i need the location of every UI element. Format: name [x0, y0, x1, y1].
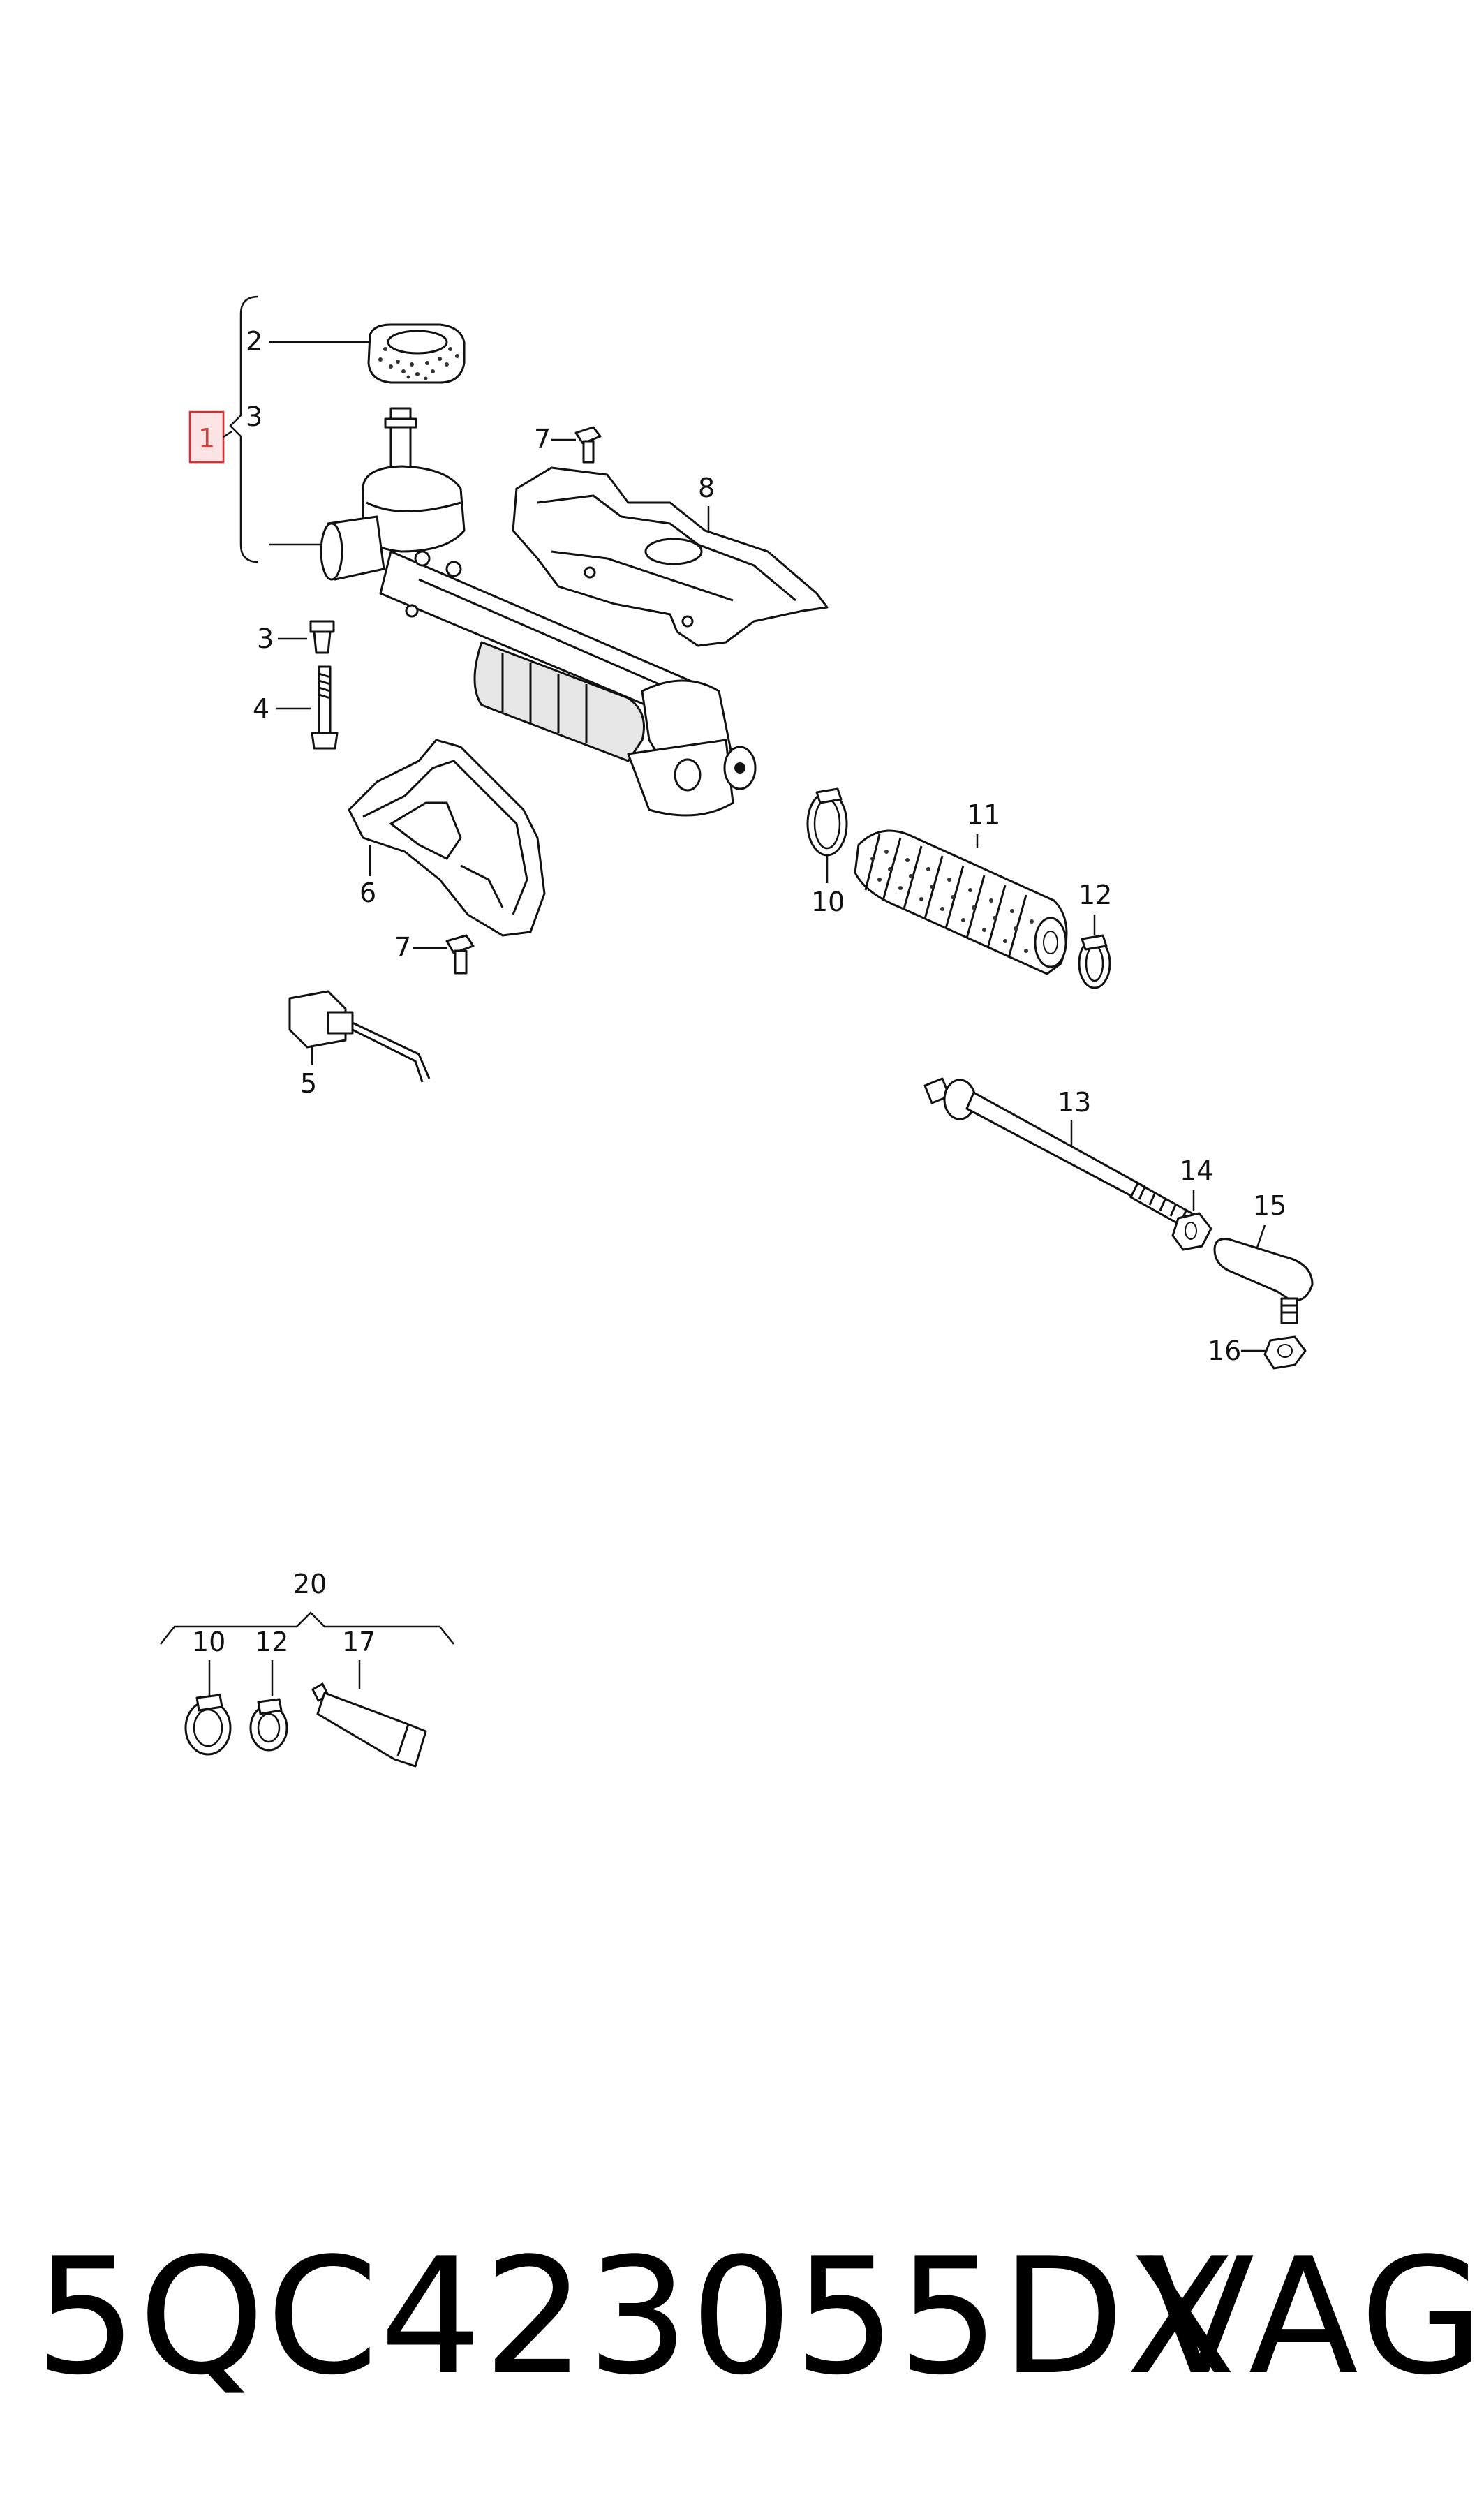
callout-16: 16 — [1208, 1335, 1241, 1366]
part-6-heat-shield-lower[interactable]: 6 — [348, 739, 546, 937]
part-number: 5QC423055DX — [35, 2224, 1238, 2411]
part-11-boot[interactable]: 11 — [854, 799, 1068, 975]
callout-2: 2 — [246, 326, 262, 357]
callout-20: 20 — [293, 1569, 327, 1599]
callout-3-bracket: 3 — [246, 401, 262, 432]
part-15-tie-rod-end[interactable]: 15 — [1213, 1190, 1314, 1324]
part-7-bolt-top[interactable]: 7 — [534, 424, 602, 464]
callout-14: 14 — [1180, 1155, 1213, 1186]
callout-5: 5 — [300, 1068, 317, 1099]
part-12-clamp[interactable]: 12 — [1078, 880, 1112, 989]
callout-4: 4 — [253, 693, 269, 724]
brand-name: VAG — [1145, 2224, 1484, 2411]
callout-6: 6 — [359, 878, 376, 908]
callout-1-label: 1 — [198, 423, 215, 454]
part-13-tie-rod[interactable]: 13 — [923, 1077, 1202, 1234]
callout-12: 12 — [1078, 880, 1112, 910]
callout-12-kit: 12 — [255, 1627, 288, 1657]
callout-11: 11 — [967, 799, 1000, 830]
part-3-bolt[interactable]: 3 — [257, 620, 335, 654]
kit-part-12-clamp[interactable]: 12 — [249, 1627, 288, 1752]
callout-13: 13 — [1058, 1087, 1091, 1118]
part-8-heat-shield[interactable]: 8 — [512, 466, 829, 647]
part-16-nut[interactable]: 16 — [1208, 1335, 1307, 1370]
part-2-bushing[interactable]: 2 — [246, 323, 466, 384]
callout-7-bottom: 7 — [394, 932, 411, 963]
group-bracket-1 — [229, 295, 259, 563]
part-7-bolt-bottom[interactable]: 7 — [394, 932, 475, 975]
part-14-nut[interactable]: 14 — [1171, 1155, 1213, 1251]
callout-15: 15 — [1253, 1190, 1286, 1221]
callout-8: 8 — [698, 473, 715, 503]
callout-3: 3 — [257, 623, 274, 654]
footer: 5QC423055DX VAG — [0, 2171, 1484, 2422]
kit-part-17-grease-tube[interactable]: 17 — [311, 1627, 427, 1768]
callout-10-kit: 10 — [192, 1627, 225, 1657]
part-5-sensor[interactable]: 5 — [288, 990, 431, 1099]
callout-7-top: 7 — [534, 424, 551, 454]
part-4-long-bolt[interactable]: 4 — [253, 665, 339, 750]
part-10-clamp[interactable]: 10 — [806, 787, 848, 917]
part-1-steering-rack[interactable] — [269, 407, 757, 817]
callout-17: 17 — [342, 1627, 376, 1657]
repair-kit-20[interactable]: 20 10 12 17 — [160, 1569, 454, 1768]
callout-1[interactable]: 1 — [188, 410, 232, 464]
callout-10: 10 — [811, 887, 845, 917]
kit-part-10-clamp[interactable]: 10 — [184, 1627, 232, 1756]
